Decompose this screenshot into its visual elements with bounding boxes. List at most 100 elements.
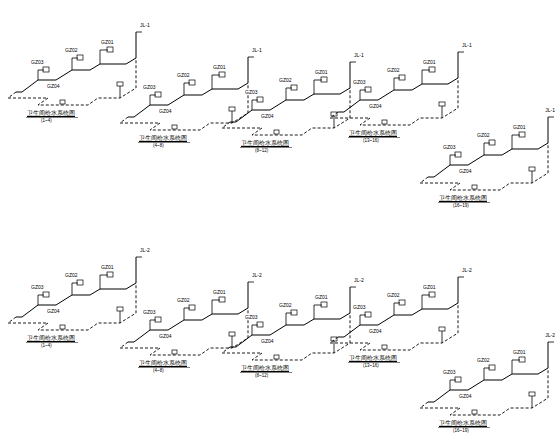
supply-pipe — [230, 62, 350, 122]
valve-symbol — [155, 92, 161, 97]
fixture-tag: GZ01 — [422, 285, 437, 290]
isometric-pipe-group — [330, 52, 464, 138]
system-caption: 卫生间给水系统图 — [240, 366, 290, 372]
riser-label: JL-1 — [461, 43, 473, 48]
valve-symbol — [291, 310, 297, 315]
supply-pipe — [428, 342, 548, 402]
fixture-tag: GZ03 — [142, 310, 157, 315]
fixture-tag: GZ02 — [278, 303, 293, 308]
supply-pipe — [428, 117, 548, 177]
valve-symbol — [107, 272, 113, 277]
valve-symbol — [455, 377, 461, 382]
system-caption: 卫生间给水系统图 — [240, 141, 290, 147]
fixture-tag: GZ02 — [64, 273, 79, 278]
floor-range: (1~4) — [40, 119, 53, 124]
isometric-pipe-group — [330, 277, 464, 363]
caption-rule — [438, 427, 490, 428]
fixture-tag: GZ03 — [142, 85, 157, 90]
valve-symbol — [219, 72, 225, 77]
valve-symbol — [365, 312, 371, 317]
caption-rule — [138, 142, 190, 143]
floor-range: (4~8) — [152, 369, 165, 374]
system-caption: 卫生间给水系统图 — [138, 136, 188, 142]
valve-symbol — [519, 357, 525, 362]
isometric-pipe-group — [222, 62, 356, 148]
system-caption: 卫生间给水系统图 — [26, 111, 76, 117]
valve-symbol — [489, 140, 495, 145]
valve-symbol — [219, 297, 225, 302]
valve-symbol — [439, 327, 445, 331]
floor-range: (13~16) — [362, 139, 380, 144]
fixture-tag: GZ02 — [476, 358, 491, 363]
fixture-tag: GZ01 — [512, 350, 527, 355]
system-caption: 卫生间给水系统图 — [348, 356, 398, 362]
valve-symbol — [117, 82, 123, 86]
fixture-tag: GZ04 — [158, 109, 173, 114]
isometric-pipe-group — [120, 57, 254, 143]
valve-symbol — [519, 132, 525, 137]
valve-symbol — [77, 280, 83, 285]
fixture-tag: GZ04 — [260, 339, 275, 344]
isometric-pipe-group — [8, 257, 142, 343]
caption-rule — [26, 342, 78, 343]
valve-symbol — [117, 307, 123, 311]
valve-symbol — [489, 365, 495, 370]
floor-range: (8~12) — [254, 374, 269, 379]
fixture-tag: GZ04 — [260, 114, 275, 119]
fixture-tag: GZ02 — [176, 73, 191, 78]
fixture-tag: GZ01 — [314, 295, 329, 300]
isometric-pipe-group — [420, 342, 554, 428]
riser-label: JL-2 — [544, 333, 556, 338]
valve-symbol — [60, 325, 65, 329]
fixture-tag: GZ03 — [442, 145, 457, 150]
fixture-tag: GZ03 — [244, 90, 259, 95]
system-caption: 卫生间给水系统图 — [348, 131, 398, 137]
valve-symbol — [321, 77, 327, 82]
valve-symbol — [77, 55, 83, 60]
floor-range: (13~16) — [362, 364, 380, 369]
caption-rule — [348, 362, 400, 363]
system-caption: 卫生间给水系统图 — [438, 421, 488, 427]
valve-symbol — [429, 292, 435, 297]
valve-symbol — [429, 67, 435, 72]
fixture-tag: GZ01 — [100, 40, 115, 45]
supply-pipe — [230, 287, 350, 347]
riser-label: JL-1 — [251, 48, 263, 53]
riser-label: JL-1 — [139, 23, 151, 28]
valve-symbol — [472, 185, 477, 189]
branch-pipe — [150, 57, 254, 123]
valve-symbol — [229, 107, 235, 111]
valve-symbol — [189, 80, 195, 85]
isometric-pipe-group — [8, 32, 142, 118]
fixture-tag: GZ04 — [46, 84, 61, 89]
riser-label: JL-1 — [353, 53, 365, 58]
supply-pipe — [16, 32, 136, 92]
branch-pipe — [450, 342, 554, 408]
supply-pipe — [128, 57, 248, 117]
valve-symbol — [257, 97, 263, 102]
riser-label: JL-1 — [544, 108, 556, 113]
branch-pipe — [360, 277, 464, 343]
supply-pipe — [128, 282, 248, 342]
valve-symbol — [399, 75, 405, 80]
branch-pipe — [450, 117, 554, 183]
fixture-tag: GZ02 — [386, 293, 401, 298]
valve-symbol — [172, 125, 177, 129]
fixture-tag: GZ02 — [386, 68, 401, 73]
floor-range: (4~8) — [152, 144, 165, 149]
valve-symbol — [529, 167, 535, 171]
valve-symbol — [257, 322, 263, 327]
valve-symbol — [399, 300, 405, 305]
fixture-tag: GZ02 — [476, 133, 491, 138]
valve-symbol — [455, 152, 461, 157]
fixture-tag: GZ02 — [176, 298, 191, 303]
valve-symbol — [291, 85, 297, 90]
valve-symbol — [107, 47, 113, 52]
fixture-tag: GZ01 — [512, 125, 527, 130]
branch-pipe — [360, 52, 464, 118]
fixture-tag: GZ03 — [30, 285, 45, 290]
valve-symbol — [229, 332, 235, 336]
fixture-tag: GZ04 — [46, 309, 61, 314]
fixture-tag: GZ01 — [314, 70, 329, 75]
fixture-tag: GZ03 — [244, 315, 259, 320]
